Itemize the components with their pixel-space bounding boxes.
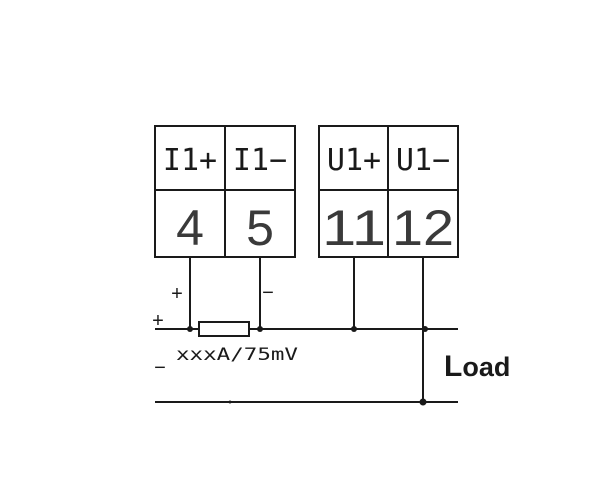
terminal-label-i1-plus: I1+ [163,143,217,178]
terminal-label-u1-minus: U1− [396,143,450,178]
terminal-number-4: 4 [176,200,204,256]
junction-dot-11 [351,326,357,332]
shunt-resistor [198,321,250,337]
junction-dot-12-bottom [419,398,427,406]
junction-dot-5 [257,326,263,332]
terminal-number-11: 11 [322,200,386,256]
load-label-initial: L [444,350,462,383]
line-plus-sign: + [152,310,164,332]
terminal-label-u1-plus: U1+ [327,143,381,178]
terminal-number-5: 5 [246,200,274,256]
junction-dot-12-top [422,326,428,332]
junction-dots [187,326,428,406]
junction-dot-4 [187,326,193,332]
line-minus-sign: − [154,357,166,379]
load-label: Load [444,350,510,383]
terminal-number-12: 12 [392,200,454,256]
current-minus-sign: − [262,282,274,304]
junction-dot-bottom-left [228,400,232,404]
voltage-terminal-block [318,125,459,258]
terminal-label-i1-minus: I1− [233,143,287,178]
load-label-rest: oad [462,352,510,382]
current-plus-sign: + [171,283,183,305]
current-terminal-block [154,125,296,258]
shunt-rating-label: xxxA/75mV [176,345,298,365]
